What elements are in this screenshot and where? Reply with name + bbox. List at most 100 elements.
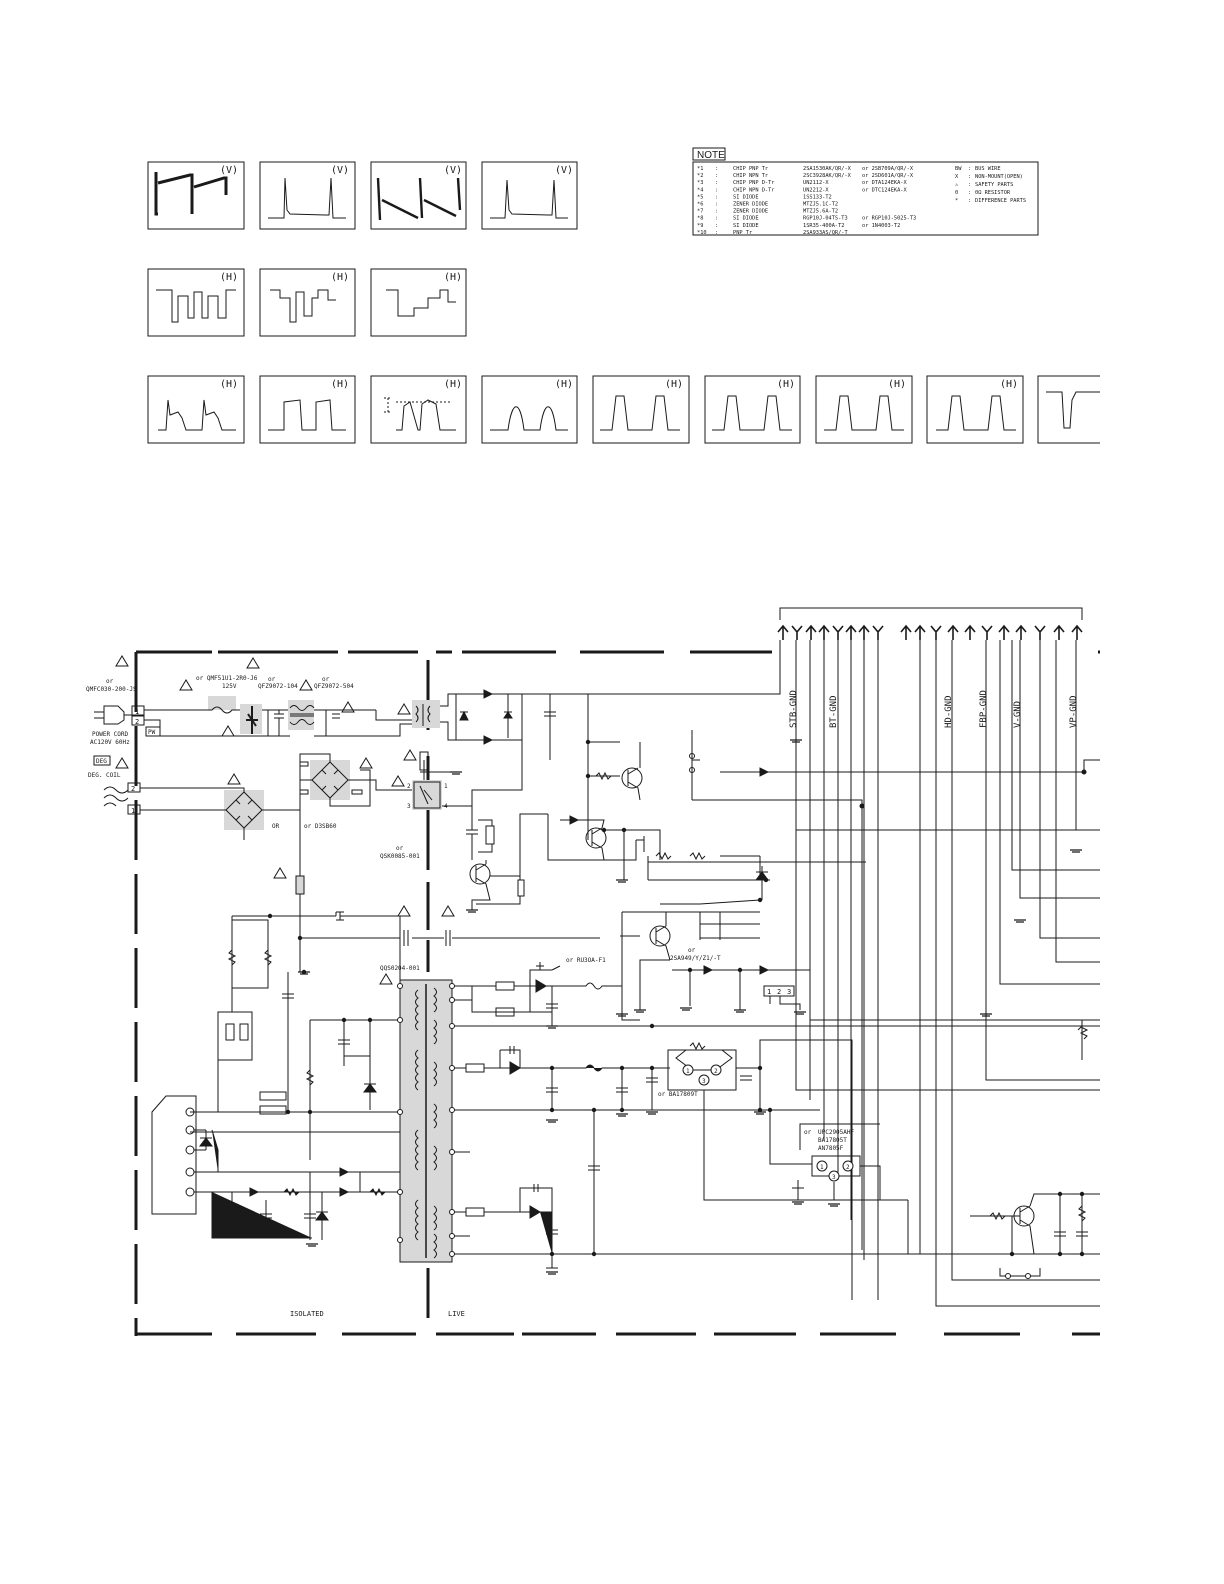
resistor-icon (655, 851, 706, 861)
safety-icon (115, 655, 129, 667)
junction-dot (549, 1065, 555, 1071)
waveform-unit: (H) (444, 379, 462, 390)
waveform-trace (268, 177, 346, 219)
junction-dot (1081, 769, 1087, 775)
waveform-trace (936, 395, 1016, 431)
waveform-trace (384, 397, 450, 413)
relay-icon (413, 781, 441, 809)
note-part: 2SA1530AK/QR/-X (803, 166, 852, 172)
waveform-row-h1: (H) (H) (H) (147, 268, 467, 337)
note-symbol-desc: SAFETY PARTS (975, 182, 1013, 188)
waveform-trace (268, 399, 346, 431)
winding-icon (415, 1199, 419, 1241)
bus-terminal-icon (930, 625, 942, 640)
qsk-or: or (396, 845, 404, 852)
waveform-box (259, 161, 356, 230)
note-mark: *7 (697, 209, 703, 215)
bridge-or: OR (272, 823, 280, 830)
bus-terminal-icon (832, 625, 844, 640)
waveform-trace (376, 177, 462, 221)
resistor-icon (227, 949, 273, 966)
power-cord-label: POWER CORD (92, 731, 129, 738)
junction-dot (549, 1107, 555, 1113)
conn-pin: 1 (131, 807, 135, 815)
reg2-part: UPC2905AHF (818, 1129, 855, 1136)
primary-side: ISOLATED LIVE (151, 911, 600, 1318)
bus-terminal-icon (1053, 624, 1065, 640)
ac-input: 1 2 PW or QMFC030-200-JS POWER CORD AC12… (86, 655, 473, 985)
note-alt: or 2SB709A/QR/-X (862, 166, 914, 172)
ground-icon (1014, 919, 1026, 923)
junction-dot (859, 803, 865, 809)
junction-dot (757, 1107, 763, 1113)
waveform-unit: (H) (220, 272, 238, 283)
waveform-row-h2: (H) (H) (H) (H) (H) (H) (H) (H) (147, 375, 1100, 444)
note-alt: or DTC124EKA-X (862, 187, 907, 193)
transistor-icon (585, 827, 607, 849)
note-mark: *2 (697, 173, 703, 179)
deg-coil-label: DEG. COIL (88, 772, 121, 779)
relay-pin: 3 (407, 803, 411, 810)
ground-icon (680, 1007, 692, 1011)
fuse-alt: or (106, 678, 114, 685)
junction-dot (367, 1017, 373, 1023)
waveform-trace (1046, 391, 1100, 429)
note-type: CHIP NPN D-Tr (733, 187, 774, 193)
junction-dot (1079, 1191, 1085, 1197)
note-symbol-sep: : (968, 166, 971, 172)
junction-dot (619, 1107, 625, 1113)
junction-dot (301, 969, 307, 975)
ground-icon (646, 1111, 658, 1115)
winding-icon (433, 987, 437, 1013)
bus-terminal-icon (818, 624, 830, 640)
reg2-part: AN7805F (818, 1145, 844, 1152)
note-sep: : (715, 173, 718, 179)
transistor-icon (649, 925, 671, 947)
line-filter-icon (289, 705, 315, 725)
winding-icon (433, 1205, 437, 1231)
note-mark: *5 (697, 194, 703, 200)
safety-icon (379, 973, 393, 985)
waveform-box (370, 161, 467, 230)
waveform-box (815, 375, 913, 444)
ground-icon (450, 771, 462, 775)
junction-dot (649, 1065, 655, 1071)
note-mark: *9 (697, 223, 703, 229)
relay-pin: 2 (407, 783, 411, 790)
safety-icon (441, 905, 455, 917)
note-sep: : (715, 180, 718, 186)
waveform-unit: (V) (444, 165, 462, 176)
reg2-alt: or (804, 1129, 812, 1136)
waveform-box (147, 375, 245, 444)
safety-icon (221, 725, 235, 737)
ground-icon (828, 1203, 840, 1207)
reg1-alt: or BA17809T (658, 1091, 698, 1098)
power-rating-label: AC120V 60Hz (90, 739, 130, 746)
waveform-box (147, 161, 245, 230)
note-alt: or 2SD601A/QR/-X (862, 173, 914, 179)
reg-pin: 3 (702, 1078, 706, 1085)
note-part: 1SS133-T2 (803, 194, 832, 200)
deg-box-label: DEG (96, 758, 107, 765)
waveform-unit: (V) (220, 165, 238, 176)
junction-dot (307, 1109, 313, 1115)
waveform-trace (270, 289, 336, 323)
safety-icon (227, 773, 241, 785)
junction-dot (601, 827, 607, 833)
transformer-icon (415, 704, 431, 726)
bus-label: BT-GND (829, 695, 839, 728)
ground-icon (306, 1243, 318, 1247)
note-sep: : (715, 202, 718, 208)
bus-terminal-icon (805, 624, 817, 640)
bus-terminal-icon (845, 624, 857, 640)
ground-icon (1070, 849, 1082, 853)
note-symbol: X (955, 174, 959, 180)
junction-dot (1009, 1251, 1015, 1257)
filter-alt: or (268, 676, 276, 683)
waveform-unit: (H) (777, 379, 795, 390)
pin-num: 2 (777, 988, 781, 996)
reg-pin: 3 (832, 1174, 836, 1181)
bridge-or2: or D3SB60 (304, 823, 337, 830)
